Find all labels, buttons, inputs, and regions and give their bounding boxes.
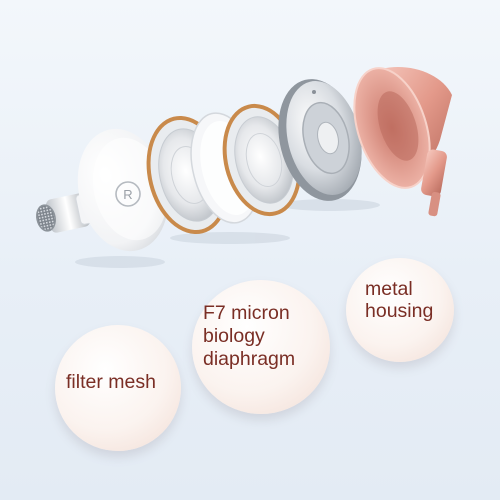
white-ear-cap [77, 128, 169, 252]
diaphragm-label-line-1: F7 micron [203, 302, 290, 324]
metal-housing-label-bubble: metal housing [346, 258, 454, 362]
diaphragm-label-line-3: diaphragm [203, 348, 296, 370]
metal-driver-housing [278, 79, 362, 201]
diaphragm-label-line-2: biology [203, 325, 265, 347]
housing-label-line-2: housing [365, 300, 434, 322]
housing-label-line-1: metal [365, 278, 413, 300]
rose-gold-shell [353, 66, 452, 217]
filter-mesh-label-bubble: filter mesh [55, 325, 181, 451]
logo-letter: R [123, 187, 132, 202]
diaphragm-label-bubble: F7 micron biology diaphragm [192, 280, 330, 414]
registered-r-logo [115, 181, 141, 207]
filter-mesh-label: filter mesh [66, 371, 156, 393]
floor-shadows [75, 199, 380, 268]
